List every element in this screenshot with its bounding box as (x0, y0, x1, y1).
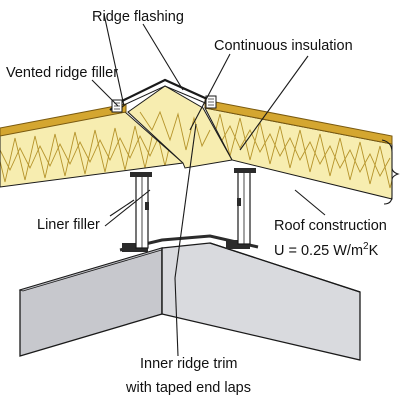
liner-panel-left (18, 247, 167, 357)
spacer-bracket-left (130, 172, 152, 249)
u-value-prefix: U = 0.25 W/m (274, 243, 363, 259)
label-roof-construction: Roof construction (274, 218, 387, 234)
liner-panel-right (161, 242, 361, 361)
label-continuous-insulation: Continuous insulation (214, 38, 353, 54)
label-inner-ridge-trim: Inner ridge trim (140, 356, 238, 372)
label-ridge-flashing: Ridge flashing (92, 9, 184, 25)
spacer-bracket-right (234, 168, 256, 245)
u-value-superscript: 2 (363, 241, 369, 252)
leader-lines (91, 13, 326, 357)
liner-filler-left (122, 243, 148, 252)
label-liner-filler: Liner filler (37, 217, 100, 233)
outer-sheet-left (0, 103, 127, 137)
u-value-suffix: K (369, 243, 379, 259)
label-u-value: U = 0.25 W/m2K (274, 241, 379, 259)
outer-sheet-right (204, 99, 393, 145)
vented-ridge-filler-right (205, 95, 217, 109)
label-vented-ridge-filler: Vented ridge filler (6, 65, 118, 81)
label-taped-end-laps: with taped end laps (125, 380, 251, 396)
roof-construction-brace (381, 139, 400, 205)
